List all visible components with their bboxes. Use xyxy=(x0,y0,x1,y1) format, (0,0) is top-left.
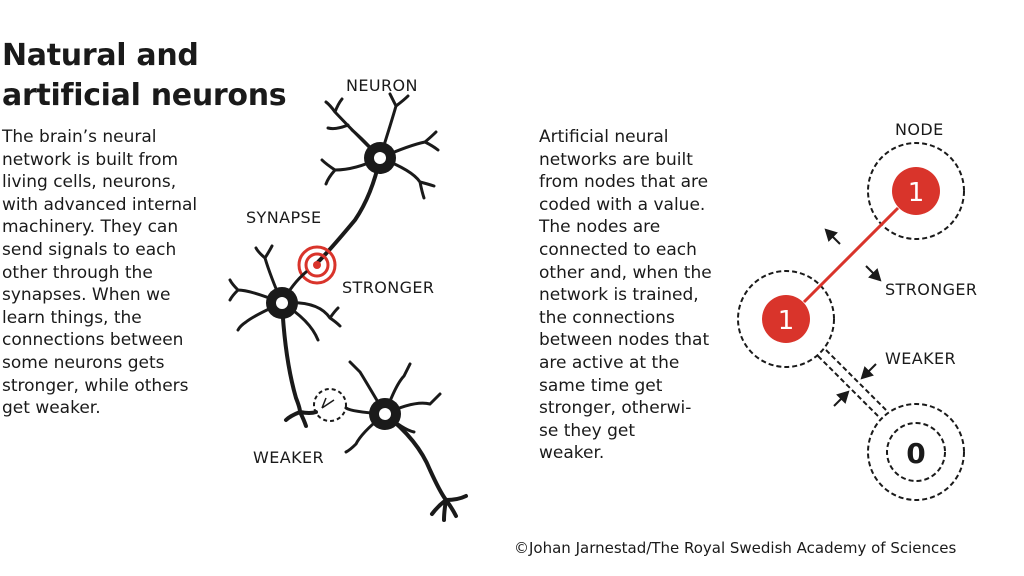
node-description: Artificial neural networks are built fro… xyxy=(539,127,712,464)
strong-synapse-icon xyxy=(297,245,337,285)
synapse-label: SYNAPSE xyxy=(246,208,322,227)
middle-node-value: 1 xyxy=(778,306,795,336)
page-title: Natural and artificial neurons xyxy=(2,38,287,113)
bottom-neuron xyxy=(344,360,468,522)
top-node xyxy=(867,142,965,240)
neuron-description: The brain’s neural network is built from… xyxy=(2,127,198,419)
weak-connection xyxy=(817,349,887,417)
node-stronger-label: STRONGER xyxy=(885,280,978,299)
node-label: NODE xyxy=(895,120,944,139)
weaker-arrows-icon xyxy=(833,363,877,407)
top-neuron xyxy=(316,92,440,264)
node-weaker-label: WEAKER xyxy=(885,349,956,368)
top-node-value: 1 xyxy=(908,178,925,208)
middle-neuron xyxy=(228,244,342,428)
bottom-node-value: 0 xyxy=(906,437,925,470)
weak-synapse-icon xyxy=(313,388,347,422)
neuron-stronger-label: STRONGER xyxy=(342,278,435,297)
strong-connection xyxy=(802,206,900,304)
middle-node xyxy=(737,270,835,368)
neuron-label: NEURON xyxy=(346,76,418,95)
neuron-weaker-label: WEAKER xyxy=(253,448,324,467)
bottom-node xyxy=(867,403,965,501)
image-credit: ©Johan Jarnestad/The Royal Swedish Acade… xyxy=(514,539,957,557)
stronger-arrows-icon xyxy=(824,228,882,282)
